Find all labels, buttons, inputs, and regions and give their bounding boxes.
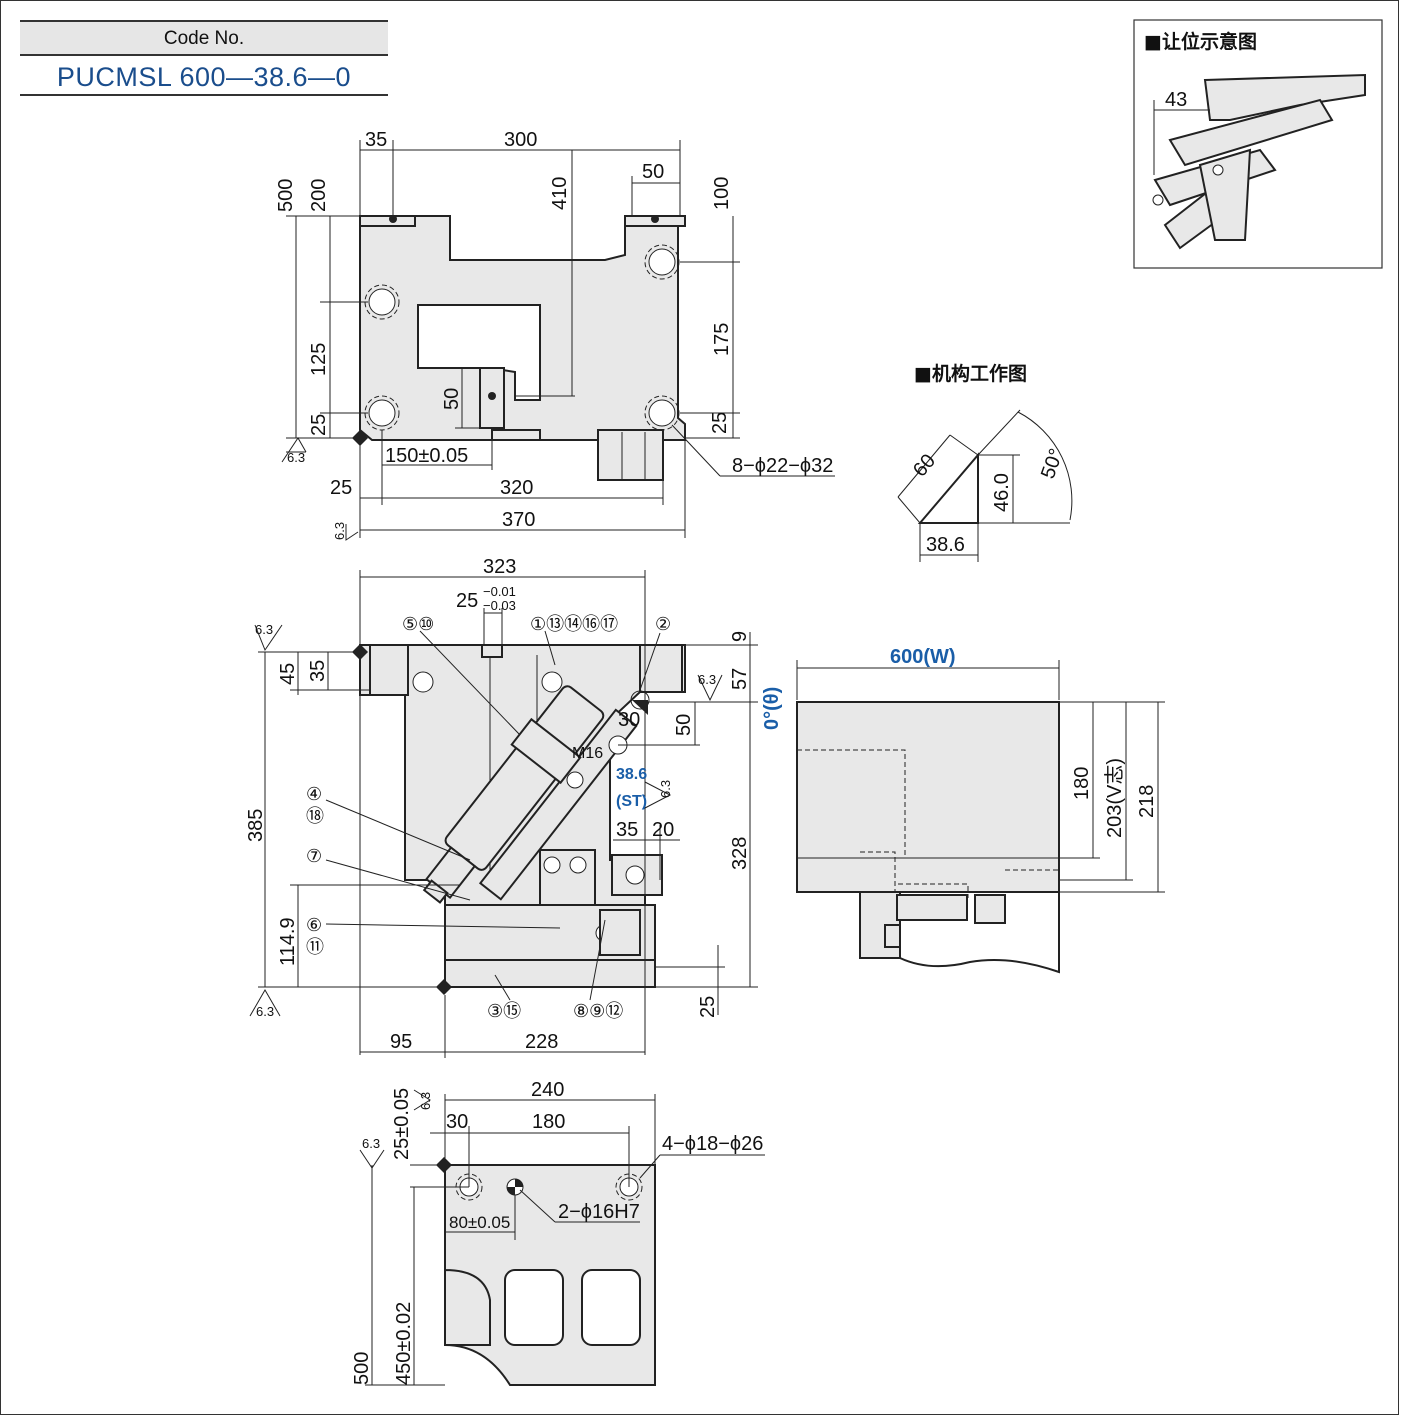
balloon-4: ④ — [306, 784, 322, 804]
roughness-bottom-top: 6.3 — [418, 1092, 433, 1110]
top-view: 35 300 50 410 500 200 125 25 50 100 175 … — [275, 129, 835, 541]
balloon-7: ⑦ — [306, 846, 322, 866]
dim-228: 228 — [525, 1031, 558, 1053]
dim-240: 240 — [531, 1079, 564, 1101]
dim-203-side: 203(V志) — [1103, 758, 1126, 838]
dim-175: 175 — [711, 323, 733, 356]
dim-114-9: 114.9 — [277, 917, 299, 966]
dim-180-side: 180 — [1071, 767, 1093, 800]
roughness-front-st: 6.3 — [658, 780, 673, 798]
mechanism-diagram: ■机构工作图 60 46.0 50° 38.6 — [897, 362, 1073, 562]
balloon-5-10: ⑤⑩ — [402, 614, 434, 634]
dim-25-front: 25 — [697, 996, 719, 1018]
dim-25-tol-bottom: 25±0.05 — [391, 1088, 413, 1160]
dim-35-front: 35 — [307, 660, 329, 682]
hole-callout-top: 8−ϕ22−ϕ32 — [732, 455, 833, 477]
inset-dim-43: 43 — [1165, 89, 1187, 111]
mech-dim-46: 46.0 — [991, 473, 1013, 512]
balloon-6: ⑥ — [306, 915, 322, 935]
tol-lower: −0.03 — [483, 598, 516, 613]
dim-50-top: 50 — [642, 161, 664, 183]
balloon-18: ⑱ — [306, 806, 324, 826]
roughness-front-right: 6.3 — [698, 672, 716, 687]
roughness-front-top: 6.3 — [255, 622, 273, 637]
dim-30-bottom: 30 — [446, 1111, 468, 1133]
hole-callout-bottom: 4−ϕ18−ϕ26 — [662, 1133, 763, 1155]
dim-100: 100 — [711, 177, 733, 210]
tol-upper: −0.01 — [483, 584, 516, 599]
balloon-2: ② — [655, 614, 671, 634]
balloon-3-15: ③⑮ — [487, 1001, 521, 1021]
dim-25-tol: 25 — [456, 590, 478, 612]
dim-125: 125 — [308, 343, 330, 376]
bottom-view: 240 30 180 25±0.05 4−ϕ18−ϕ26 80±0.05 2−ϕ… — [351, 1079, 765, 1386]
dim-25-right: 25 — [709, 412, 731, 434]
dim-57: 57 — [729, 668, 751, 690]
dim-95: 95 — [390, 1031, 412, 1053]
dim-180-bottom: 180 — [532, 1111, 565, 1133]
dim-50-slot: 50 — [441, 388, 463, 410]
dim-500-top: 500 — [275, 179, 297, 212]
roughness-top-bottom: 6.3 — [332, 522, 347, 540]
roughness-top-left: 6.3 — [287, 450, 305, 465]
stroke-st: (ST) — [616, 793, 647, 810]
dim-320: 320 — [500, 477, 533, 499]
roughness-bottom-left: 6.3 — [362, 1136, 380, 1151]
dim-25-bottom: 25 — [330, 477, 352, 499]
balloon-8-9-12: ⑧⑨⑫ — [573, 1001, 623, 1021]
side-width-label: 600(W) — [890, 646, 956, 668]
front-view: 323 25 −0.01 −0.03 9 57 45 35 385 114.9 … — [245, 556, 783, 1058]
dim-35-small: 35 — [616, 819, 638, 841]
dim-30-front: 30 — [618, 709, 640, 731]
mech-dim-60: 60 — [909, 450, 940, 481]
inset-title: ■让位示意图 — [1144, 30, 1257, 53]
dim-35: 35 — [365, 129, 387, 151]
dim-25-left: 25 — [308, 414, 330, 436]
code-label: Code No. — [20, 20, 388, 56]
dim-150: 150±0.05 — [385, 445, 468, 467]
dim-300: 300 — [504, 129, 537, 151]
dim-80: 80±0.05 — [449, 1213, 510, 1232]
dim-370: 370 — [502, 509, 535, 531]
roughness-front-bottom: 6.3 — [256, 1004, 274, 1019]
dim-200: 200 — [308, 179, 330, 212]
mechanism-title: ■机构工作图 — [914, 362, 1027, 385]
mech-dim-38-6: 38.6 — [926, 534, 965, 556]
pin-hole-callout: 2−ϕ16H7 — [558, 1201, 640, 1223]
side-view: 600(W) 180 203(V志) 218 — [796, 646, 1165, 974]
dim-450: 450±0.02 — [393, 1302, 415, 1385]
dim-410: 410 — [549, 177, 571, 210]
balloon-11: ⑪ — [306, 937, 324, 957]
dim-500-bottom: 500 — [351, 1352, 373, 1385]
dim-323: 323 — [483, 556, 516, 578]
dim-385: 385 — [245, 809, 267, 842]
code-number-box: Code No. PUCMSL 600—38.6—0 — [20, 20, 388, 96]
dim-45: 45 — [277, 663, 299, 685]
dim-218-side: 218 — [1136, 785, 1158, 818]
dim-20: 20 — [652, 819, 674, 841]
code-value: PUCMSL 600—38.6—0 — [20, 58, 388, 96]
mech-dim-50deg: 50° — [1037, 446, 1068, 482]
dim-9: 9 — [729, 631, 751, 642]
inset-clearance-diagram: ■让位示意图 43 — [1133, 19, 1383, 269]
dim-328: 328 — [729, 837, 751, 870]
angle-zero-theta: 0°(θ) — [761, 687, 783, 730]
stroke-38-6: 38.6 — [616, 766, 647, 783]
thread-m16: M16 — [572, 745, 603, 762]
dim-50-front: 50 — [673, 714, 695, 736]
balloon-1-13-14-16-17: ①⑬⑭⑯⑰ — [530, 614, 618, 634]
